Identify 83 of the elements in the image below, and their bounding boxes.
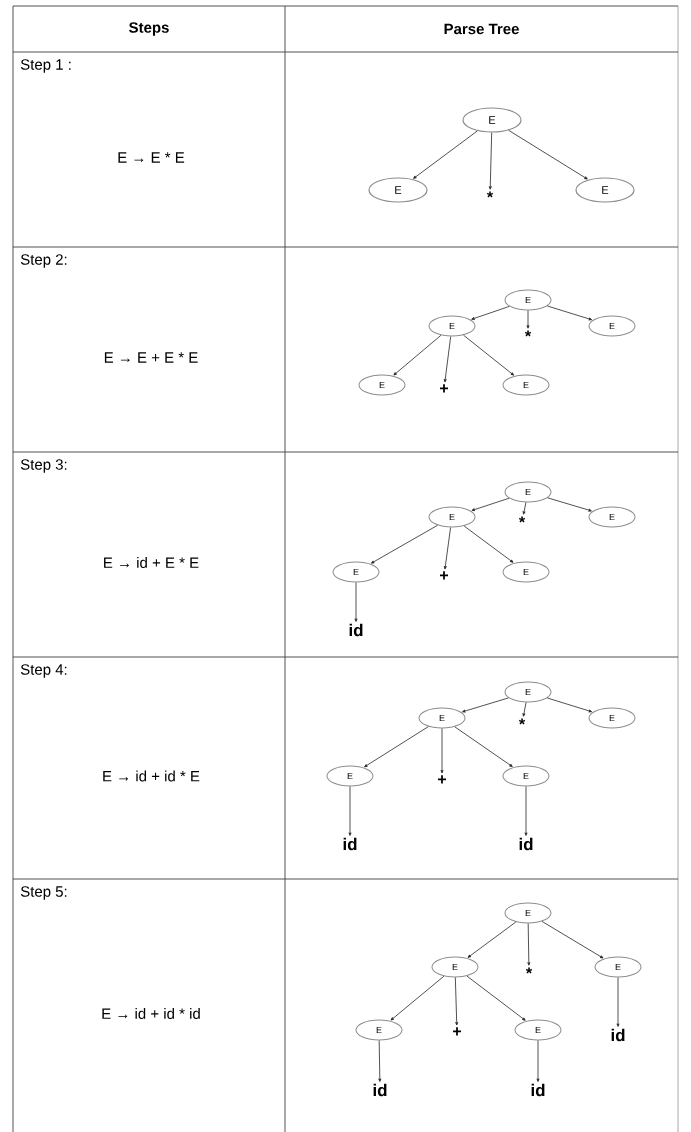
arrow [466, 975, 526, 1021]
tree-node: E [358, 374, 406, 396]
arrow [463, 334, 515, 376]
id-leaf: id [349, 623, 363, 637]
arrow [443, 527, 451, 570]
tree-node: E [428, 506, 476, 528]
arrow [463, 525, 514, 563]
arrow [378, 1040, 382, 1082]
tree-node: E [428, 315, 476, 337]
tree-node: E [504, 481, 552, 503]
id-leaf: id [519, 837, 533, 851]
tree-node: E [588, 707, 636, 729]
arrow [440, 728, 444, 774]
arrow [390, 975, 445, 1021]
tree-node: E [575, 177, 635, 203]
arrow [467, 921, 517, 958]
operator-symbol: * [518, 718, 526, 725]
tree-node: E [502, 765, 550, 787]
operator-symbol: + [453, 1027, 461, 1036]
arrow [541, 921, 604, 959]
operator-symbol: + [440, 384, 448, 393]
step-label: Step 1 : [20, 59, 71, 73]
arrow [508, 130, 588, 180]
arrow [546, 697, 593, 713]
arrow [364, 726, 429, 768]
arrow [527, 923, 531, 966]
arrow [471, 497, 510, 512]
tree-node: E [326, 765, 374, 787]
column-header: Parse Tree [444, 23, 519, 35]
arrow [471, 306, 510, 320]
tree-node: E [514, 1019, 562, 1041]
arrow [348, 786, 352, 836]
arrow [393, 334, 442, 376]
operator-symbol: + [438, 775, 446, 784]
step-label: Step 4: [20, 664, 67, 678]
tree-node: E [588, 506, 636, 528]
tree-node: E [431, 956, 479, 978]
operator-symbol: * [524, 330, 532, 337]
tree-node: E [418, 707, 466, 729]
production-rule: E → E * E [118, 152, 185, 163]
arrow [462, 697, 509, 713]
column-header: Steps [129, 22, 169, 36]
id-leaf: id [611, 1028, 625, 1042]
id-leaf: id [343, 837, 357, 851]
arrow [413, 130, 478, 179]
step-label: Step 5: [20, 886, 67, 900]
id-leaf: id [373, 1083, 387, 1097]
operator-symbol: + [440, 571, 448, 580]
operator-symbol: * [518, 516, 526, 523]
arrow [526, 310, 530, 329]
tree-node: E [462, 107, 522, 133]
step-label: Step 3: [20, 459, 67, 473]
tree-node: E [368, 177, 428, 203]
arrow [454, 977, 459, 1026]
production-rule: E → E + E * E [104, 352, 198, 363]
tree-node: E [588, 315, 636, 337]
operator-symbol: * [486, 191, 494, 198]
arrow [522, 502, 527, 515]
arrow [616, 977, 620, 1027]
arrow [522, 702, 527, 717]
tree-node: E [504, 902, 552, 924]
arrow [371, 524, 438, 564]
id-leaf: id [531, 1083, 545, 1097]
production-rule: E → id + E * E [104, 557, 199, 568]
production-rule: E → id + id * E [103, 770, 200, 782]
tree-node: E [504, 289, 552, 311]
arrow [454, 726, 513, 767]
operator-symbol: * [525, 967, 533, 974]
tree-node: E [502, 374, 550, 396]
step-label: Step 2: [20, 254, 67, 268]
arrow [547, 497, 592, 512]
tree-node: E [594, 956, 642, 978]
arrow [546, 305, 593, 321]
tree-node: E [332, 561, 380, 583]
tree-node: E [502, 561, 550, 583]
arrow [354, 582, 358, 622]
tree-node: E [355, 1019, 403, 1041]
arrow [443, 336, 452, 383]
arrow [488, 132, 493, 190]
production-rule: E → id + id * id [102, 1008, 200, 1019]
arrow [524, 786, 528, 836]
tree-node: E [504, 681, 552, 703]
arrow [536, 1040, 540, 1082]
